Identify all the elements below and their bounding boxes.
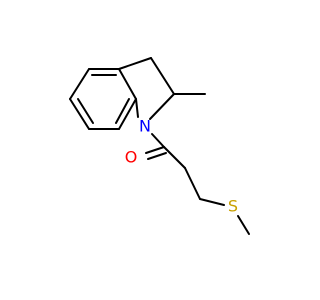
molecule-structure-diagram: N O S xyxy=(69,57,250,235)
carbonyl-double-bond xyxy=(147,152,167,160)
bond xyxy=(118,68,137,100)
bond xyxy=(237,215,250,235)
bond xyxy=(150,57,175,95)
bond xyxy=(135,98,139,118)
bond xyxy=(163,146,186,169)
bond xyxy=(118,98,137,130)
bond xyxy=(118,57,152,70)
bond xyxy=(69,68,90,100)
aromatic-inner-bond xyxy=(115,98,130,124)
bond xyxy=(184,167,201,200)
indoline-ring xyxy=(118,57,175,120)
bond xyxy=(149,93,175,120)
bond xyxy=(199,198,225,206)
oxygen-atom-label: O xyxy=(125,148,138,167)
aromatic-inner-bond xyxy=(77,98,94,124)
sulfur-atom-label: S xyxy=(228,197,238,216)
nitrogen-atom-label: N xyxy=(139,117,151,136)
benzene-ring xyxy=(69,68,137,130)
bond xyxy=(69,98,90,130)
carbonyl-double-bond xyxy=(145,146,165,154)
bond xyxy=(151,133,165,148)
